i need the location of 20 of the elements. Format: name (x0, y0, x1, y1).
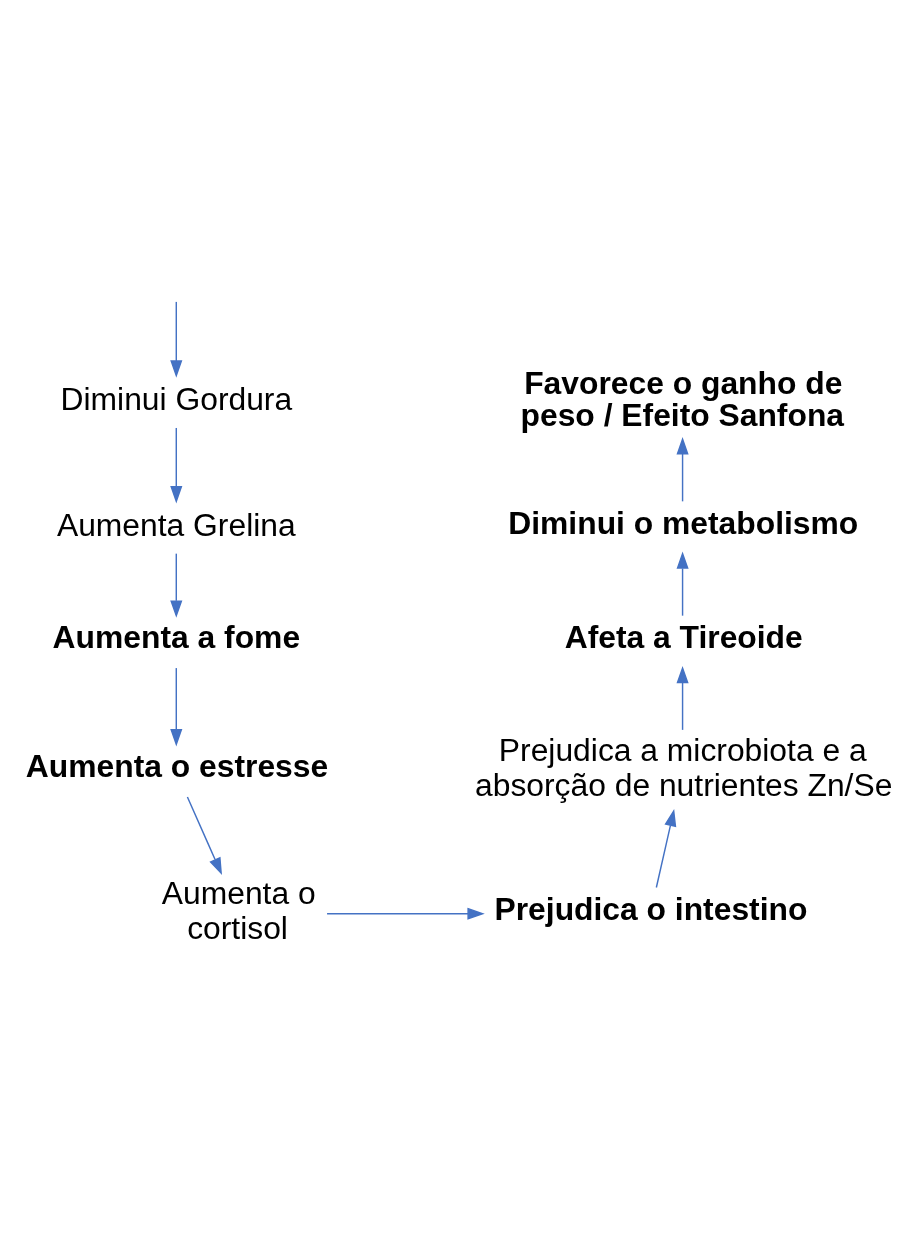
arrow (170, 666, 183, 746)
node-text: Diminui o metabolismo (508, 504, 859, 541)
arrow (170, 552, 183, 618)
node-text: Diminui Gordura (60, 380, 293, 417)
arrow (326, 907, 485, 920)
node-text: Afeta a Tireoide (564, 618, 803, 655)
node-text: Aumenta a fome (52, 618, 301, 655)
node-text: Aumenta o estresse (25, 747, 329, 784)
node-text: Prejudica o intestino (494, 890, 808, 927)
arrow (170, 300, 183, 378)
node-text: Prejudica a microbiota e a absorção de nutrientes Zn/Se (475, 731, 893, 803)
arrow (655, 808, 677, 888)
arrow (676, 550, 689, 616)
node-text: Aumenta Grelina (56, 506, 296, 543)
arrow (186, 795, 223, 875)
arrow (676, 436, 689, 502)
arrow (170, 426, 183, 503)
node-text: Favorece o ganho de peso / Efeito Sanfona (520, 364, 845, 433)
arrow (676, 665, 689, 731)
node-text: Aumenta o cortisol (161, 874, 316, 946)
